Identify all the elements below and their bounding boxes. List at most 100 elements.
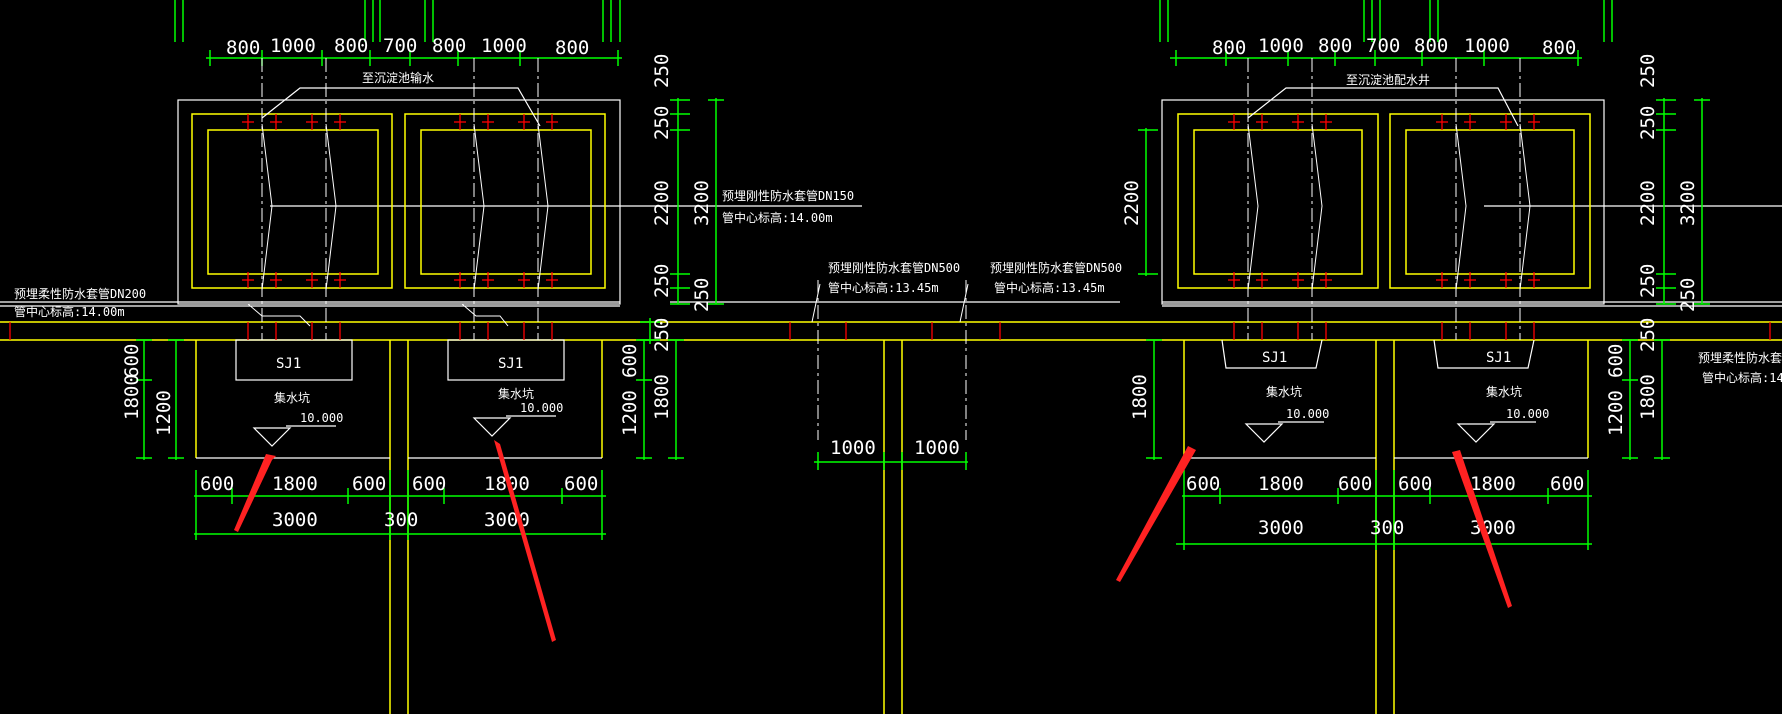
- red-pipe-marks: [9, 114, 1771, 340]
- sump-label: SJ1: [498, 356, 523, 372]
- dim-text: 800: [432, 35, 466, 57]
- dim-text: 1000: [914, 437, 960, 459]
- pipe-zigzags: [247, 123, 1531, 327]
- dim-text: 1000: [1258, 35, 1304, 57]
- dim-text: 2200: [1121, 180, 1143, 226]
- pipe-note-dn500-a: 预埋刚性防水套管DN500: [828, 260, 960, 275]
- red-callout-arrows: [234, 440, 1512, 642]
- sump-name: 集水坑: [498, 386, 534, 401]
- note-to-sedimentation-outlet: 至沉淀池输水: [362, 70, 434, 85]
- dim-text: 1800: [272, 473, 318, 495]
- dim-text: 1800: [1258, 473, 1304, 495]
- white-outlines: [177, 87, 1605, 459]
- dim-text: 250: [691, 278, 713, 312]
- dim-text: 1200: [1605, 390, 1627, 436]
- dim-text: 1000: [270, 35, 316, 57]
- center-lines: [261, 58, 1521, 440]
- pit-vertical-dim-labels: 600 1200 1800 600 1200 1800 250 1800 600…: [121, 318, 1659, 436]
- arrow-icon: [234, 454, 276, 532]
- pipe-elevation-note: 管中心标高:14.00m: [722, 210, 833, 225]
- left-bottom-dimensions: [194, 470, 606, 540]
- dim-text: 600: [1338, 473, 1372, 495]
- dim-text: 600: [1550, 473, 1584, 495]
- sump-label: SJ1: [276, 356, 301, 372]
- dim-text: 1800: [651, 374, 673, 420]
- left-tank-vertical-dim-labels: 250 250 2200 250 3200 250: [651, 54, 713, 312]
- dim-text: 300: [384, 509, 418, 531]
- dim-text: 600: [619, 344, 641, 378]
- dim-text: 2200: [1637, 180, 1659, 226]
- pipe-elevation-note: 管中心标高:14.00m: [1702, 370, 1782, 385]
- dim-text: 800: [334, 35, 368, 57]
- arrow-icon: [494, 440, 556, 642]
- pipe-elevation-note: 管中心标高:13.45m: [828, 280, 939, 295]
- dim-text: 3200: [1677, 180, 1699, 226]
- right-tank-vertical-dim-labels: 2200 250 250 2200 250 3200 250: [1121, 54, 1699, 312]
- dim-text: 3000: [1258, 517, 1304, 539]
- middle-dimensions: [814, 452, 968, 470]
- pipe-note-dn200: 预埋柔性防水套管DN200: [14, 286, 146, 301]
- pipe-note-dn-right: 预埋柔性防水套管DN: [1698, 350, 1782, 365]
- dim-text: 250: [1637, 106, 1659, 140]
- pipe-note-dn500-b: 预埋刚性防水套管DN500: [990, 260, 1122, 275]
- dim-text: 800: [1318, 35, 1352, 57]
- dim-text: 1000: [1464, 35, 1510, 57]
- pit-vertical-dimensions: [136, 339, 1670, 460]
- dim-text: 600: [352, 473, 386, 495]
- dim-text: 250: [1637, 318, 1659, 352]
- dim-text: 300: [1370, 517, 1404, 539]
- dim-text: 1000: [481, 35, 527, 57]
- dim-text: 800: [1414, 35, 1448, 57]
- dim-text: 600: [1605, 344, 1627, 378]
- dim-text: 600: [200, 473, 234, 495]
- dim-text: 3200: [691, 180, 713, 226]
- dim-text: 1800: [1637, 374, 1659, 420]
- dim-text: 1000: [830, 437, 876, 459]
- sump-elevation: 10.000: [1506, 407, 1549, 421]
- dim-text: 3000: [272, 509, 318, 531]
- dim-text: 800: [226, 37, 260, 59]
- dim-text: 250: [651, 264, 673, 298]
- dim-text: 250: [1677, 278, 1699, 312]
- pipe-elevation-note: 管中心标高:13.45m: [994, 280, 1105, 295]
- dim-text: 600: [564, 473, 598, 495]
- pipe-note-dn150: 预埋刚性防水套管DN150: [722, 188, 854, 203]
- arrow-icon: [1116, 446, 1196, 582]
- left-top-dimension: 800 1000 800 700 800 1000 800: [206, 35, 622, 66]
- dim-text: 600: [412, 473, 446, 495]
- sump-label: SJ1: [1262, 350, 1287, 366]
- dim-text: 600: [1186, 473, 1220, 495]
- sump-elevation: 10.000: [300, 411, 343, 425]
- right-tank-vertical-dimensions: [1138, 98, 1710, 305]
- pipe-elevation-note: 管中心标高:14.00m: [14, 304, 125, 319]
- dim-text: 1800: [1470, 473, 1516, 495]
- dim-text: 250: [651, 106, 673, 140]
- sump-name: 集水坑: [274, 390, 310, 405]
- dim-text: 250: [1637, 54, 1659, 88]
- dim-text: 1200: [153, 390, 175, 436]
- dim-text: 700: [1366, 35, 1400, 57]
- right-top-dimension: 800 1000 800 700 800 1000 800: [1170, 35, 1582, 66]
- left-tank-vertical-dimensions: [640, 98, 724, 344]
- sump-name: 集水坑: [1266, 384, 1302, 399]
- dim-text: 1800: [121, 374, 143, 420]
- dim-text: 800: [1542, 37, 1576, 59]
- annotations: 至沉淀池输水 至沉淀池配水井 预埋刚性防水套管DN150 管中心标高:14.00…: [14, 70, 1782, 425]
- dim-text: 250: [1637, 264, 1659, 298]
- sump-name: 集水坑: [1486, 384, 1522, 399]
- sump-label: SJ1: [1486, 350, 1511, 366]
- right-bottom-dimensions: [1176, 470, 1592, 550]
- dim-text: 1200: [619, 390, 641, 436]
- note-to-sedimentation-inlet: 至沉淀池配水井: [1346, 73, 1430, 87]
- top-grid-ticks: [174, 0, 1613, 42]
- dim-text: 2200: [651, 180, 673, 226]
- dim-text: 250: [651, 318, 673, 352]
- dim-text: 600: [1398, 473, 1432, 495]
- arrow-icon: [1452, 450, 1512, 608]
- sump-elevation: 10.000: [1286, 407, 1329, 421]
- dim-text: 800: [1212, 37, 1246, 59]
- sump-elevation: 10.000: [520, 401, 563, 415]
- dim-text: 700: [383, 35, 417, 57]
- dim-text: 1800: [1129, 374, 1151, 420]
